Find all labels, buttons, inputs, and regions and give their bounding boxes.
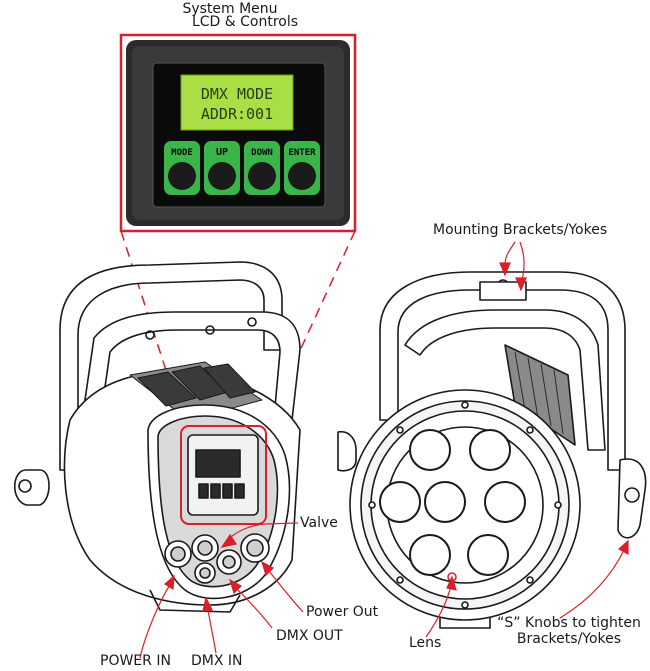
title-system-menu: System Menu <box>182 1 278 17</box>
label-lens: Lens <box>409 635 442 651</box>
label-power-in: POWER IN <box>100 653 171 669</box>
mode-button-label: MODE <box>171 148 193 158</box>
up-button[interactable]: UP <box>204 141 240 195</box>
label-s-knobs: “S” Knobs to tighten <box>497 615 641 631</box>
lcd-display: DMX MODE ADDR:001 <box>180 74 294 131</box>
label-dmx-in: DMX IN <box>191 653 243 669</box>
lcd-line-2: ADDR:001 <box>201 105 273 123</box>
control-panel-callout <box>119 33 357 233</box>
front-fixture <box>337 271 647 629</box>
mode-button[interactable]: MODE <box>164 141 200 195</box>
down-button-label: DOWN <box>251 148 273 158</box>
label-valve: Valve <box>300 515 338 531</box>
down-button[interactable]: DOWN <box>244 141 280 195</box>
title-lcd-controls: LCD & Controls <box>191 14 299 30</box>
enter-button-label: ENTER <box>288 148 316 158</box>
label-brackets-yokes: Brackets/Yokes <box>516 631 622 647</box>
callout-leaders <box>139 241 629 659</box>
label-power-out: Power Out <box>306 604 379 620</box>
label-dmx-out: DMX OUT <box>276 628 343 644</box>
label-mounting-brackets: Mounting Brackets/Yokes <box>433 222 608 238</box>
enter-button[interactable]: ENTER <box>284 141 320 195</box>
lcd-line-1: DMX MODE <box>201 85 273 103</box>
rear-fixture <box>13 261 301 613</box>
up-button-label: UP <box>216 147 228 158</box>
